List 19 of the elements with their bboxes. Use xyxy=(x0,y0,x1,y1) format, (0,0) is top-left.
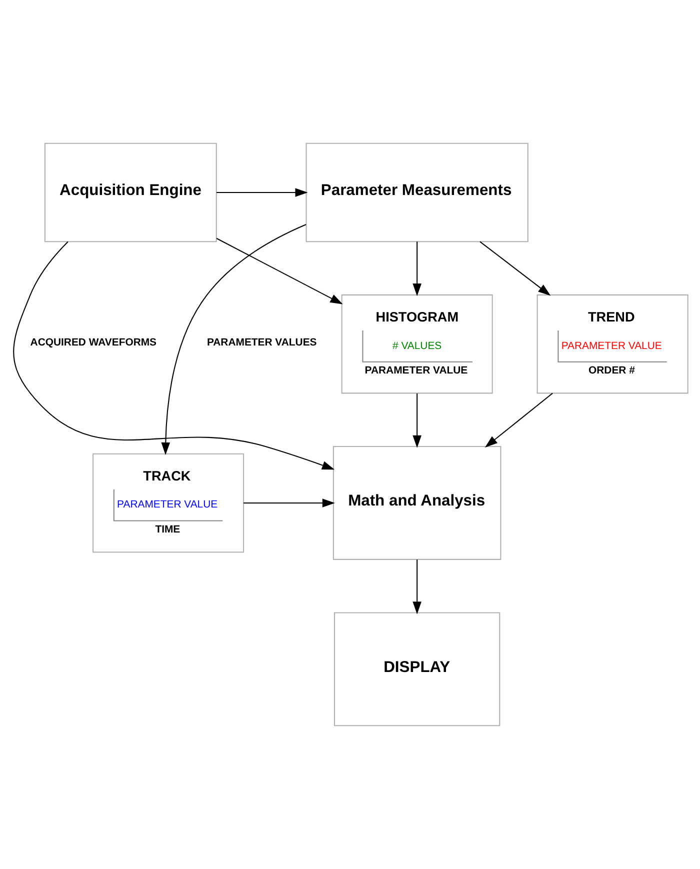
arrow xyxy=(412,560,421,614)
arrow xyxy=(412,242,421,296)
node-box: TRACK PARAMETER VALUE TIME xyxy=(92,453,244,553)
arrow xyxy=(216,238,342,304)
arrow xyxy=(412,393,421,448)
arrow xyxy=(484,392,552,448)
arrow xyxy=(243,498,334,508)
edge-label: ACQUIRED WAVEFORMS xyxy=(30,338,156,349)
edge-label: PARAMETER VALUES xyxy=(206,338,316,349)
arrow xyxy=(12,241,334,470)
node-box: TREND PARAMETER VALUE ORDER # xyxy=(536,294,688,394)
node-box: Parameter Measurements xyxy=(305,142,528,242)
arrow xyxy=(479,241,550,296)
node-box: DISPLAY xyxy=(333,612,500,726)
node-box: HISTOGRAM # VALUES PARAMETER VALUE xyxy=(340,294,492,394)
arrow xyxy=(160,224,306,456)
node-box: Acquisition Engine xyxy=(44,142,216,242)
arrow xyxy=(216,188,308,197)
node-box: Math and Analysis xyxy=(332,446,501,560)
